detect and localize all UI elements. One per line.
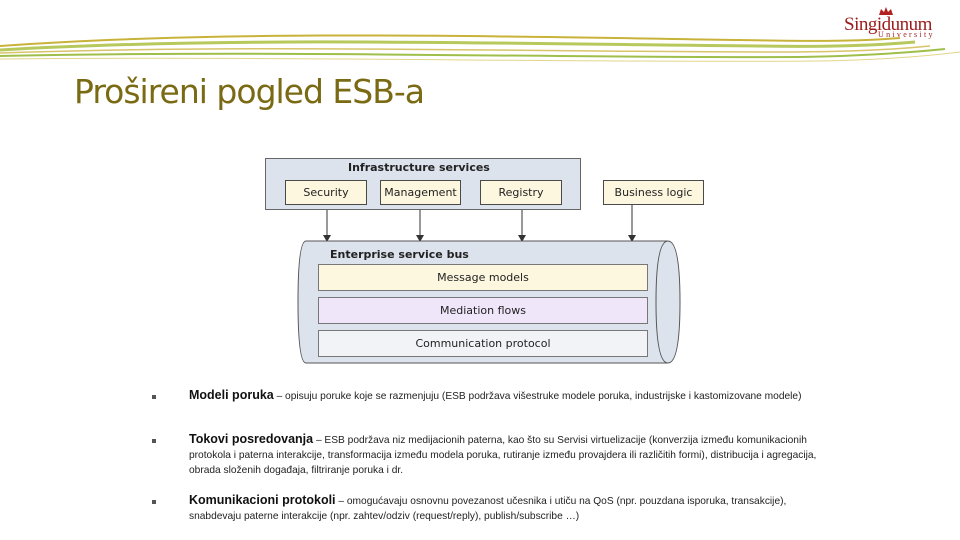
list-item: Tokovi posredovanja – ESB podržava niz m… (189, 432, 821, 478)
bullet-term: Komunikacioni protokoli (189, 493, 336, 507)
communication-protocol-layer: Communication protocol (318, 330, 648, 357)
mediation-flows-layer: Mediation flows (318, 297, 648, 324)
enterprise-service-bus-title: Enterprise service bus (330, 248, 469, 261)
bullet-text: – omogućavaju osnovnu povezanost učesnik… (189, 496, 787, 522)
page-title: Prošireni pogled ESB-a (74, 72, 425, 111)
header-swoosh-decoration (0, 34, 960, 62)
management-box: Management (380, 180, 461, 205)
bullet-text: – ESB podržava niz medijacionih paterna,… (189, 435, 817, 476)
bullet-marker (152, 395, 156, 399)
bullet-marker (152, 500, 156, 504)
bullet-text: – opisuju poruke koje se razmenjuju (ESB… (273, 391, 802, 402)
infrastructure-services-title: Infrastructure services (348, 161, 490, 174)
logo-subtitle: University (878, 30, 935, 39)
business-logic-box: Business logic (603, 180, 704, 205)
bullet-marker (152, 439, 156, 443)
list-item: Modeli poruka – opisuju poruke koje se r… (189, 388, 821, 404)
bullet-term: Tokovi posredovanja (189, 432, 314, 446)
logo-crest-icon (879, 7, 893, 15)
security-box: Security (285, 180, 367, 205)
registry-box: Registry (480, 180, 562, 205)
message-models-layer: Message models (318, 264, 648, 291)
bullet-term: Modeli poruka (189, 388, 274, 402)
list-item: Komunikacioni protokoli – omogućavaju os… (189, 493, 821, 524)
logo-name: Singidunum (844, 14, 932, 35)
